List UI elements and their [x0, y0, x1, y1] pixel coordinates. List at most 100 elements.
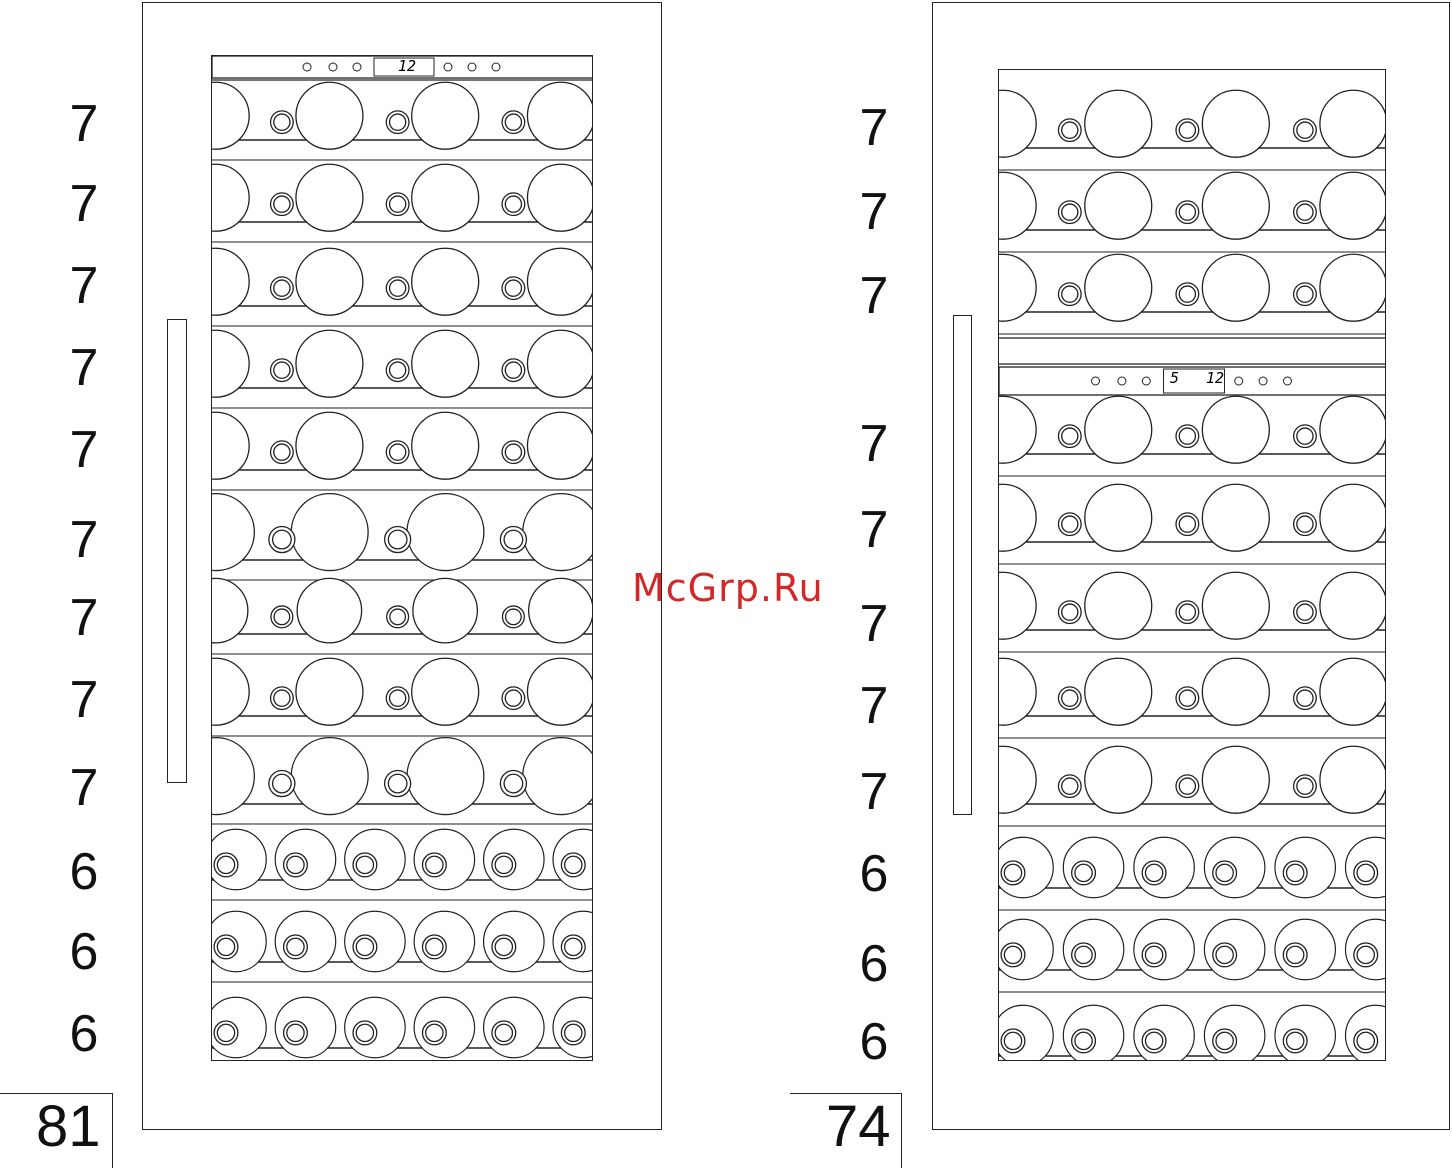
left-row-4-bottle-base	[527, 330, 593, 397]
left-row-count: 7	[54, 592, 114, 644]
right-bottom-row-3-bottle-base	[1320, 572, 1386, 639]
right-bottom-row-4-bottle-base	[1320, 658, 1386, 725]
left-row-6-bottle-base	[523, 494, 593, 571]
left-shelves	[212, 56, 593, 1061]
right-top-row-3-bottle-base	[999, 254, 1036, 321]
right-bottom-row-8-bottle-base	[1134, 1005, 1194, 1061]
left-row-count: 7	[54, 98, 114, 150]
right-bottom-row-8-bottle-base	[1204, 1005, 1264, 1061]
right-bottom-row-3-bottle-base	[999, 572, 1036, 639]
left-row-5-bottle-base	[296, 412, 363, 479]
left-control-panel: 12	[213, 57, 591, 77]
right-display-right: 12	[1206, 369, 1224, 387]
right-bottom-row-1-bottle-base	[999, 396, 1036, 463]
left-row-3-bottle-base	[212, 248, 249, 315]
right-top-row-2-bottle-base	[1202, 172, 1269, 239]
right-top-row-count: 7	[844, 270, 904, 322]
left-row-3-bottle-base	[412, 248, 479, 315]
right-bottom-row-4-bottle-base	[1085, 658, 1152, 725]
right-bottom-row-2-bottle-base	[1202, 484, 1269, 551]
left-row-6-bottle-base	[291, 494, 368, 571]
left-row-1-bottle-base	[527, 82, 593, 149]
right-bottom-row-2-bottle-base	[1085, 484, 1152, 551]
right-door-handle	[953, 315, 972, 815]
right-bottom-row-count: 7	[844, 680, 904, 732]
right-shelves	[999, 70, 1386, 1061]
right-top-row-count: 7	[844, 186, 904, 238]
left-row-9-bottle-base	[523, 738, 593, 815]
right-top-row-2-bottle-base	[1085, 172, 1152, 239]
left-row-2-bottle-base	[527, 164, 593, 231]
right-top-row-1-bottle-base	[999, 90, 1036, 157]
left-row-count: 6	[54, 846, 114, 898]
right-bottom-row-8-bottle-base	[1063, 1005, 1123, 1061]
left-row-8-bottle-base	[296, 658, 363, 725]
left-total: 81	[36, 1098, 101, 1156]
left-door-handle	[167, 319, 187, 783]
left-row-9-bottle-base	[291, 738, 368, 815]
right-top-row-3-bottle-base	[1085, 254, 1152, 321]
left-row-count: 7	[54, 762, 114, 814]
left-row-count: 6	[54, 1008, 114, 1060]
left-row-4-bottle-base	[212, 330, 249, 397]
left-row-1-bottle-base	[296, 82, 363, 149]
right-bottom-row-count: 6	[844, 1016, 904, 1068]
right-total: 74	[826, 1098, 891, 1156]
right-bottom-row-3-bottle-base	[1202, 572, 1269, 639]
left-row-6-bottle-base	[407, 494, 484, 571]
right-bottom-row-5-bottle-base	[1202, 746, 1269, 813]
right-bottom-row-5-bottle-base	[1085, 746, 1152, 813]
watermark: McGrp.Ru	[632, 566, 824, 610]
left-row-5-bottle-base	[212, 412, 249, 479]
right-top-row-1-bottle-base	[1202, 90, 1269, 157]
right-bottom-row-8-bottle-base	[1275, 1005, 1335, 1061]
right-top-row-2-bottle-base	[999, 172, 1036, 239]
left-row-8-bottle-base	[412, 658, 479, 725]
right-bottom-row-count: 6	[844, 848, 904, 900]
left-row-7-bottle-base	[413, 578, 477, 642]
right-bottom-row-count: 6	[844, 938, 904, 990]
left-row-2-bottle-base	[412, 164, 479, 231]
right-display-left: 5	[1170, 369, 1179, 387]
left-row-7-bottle-base	[212, 578, 248, 642]
left-row-2-bottle-base	[212, 164, 249, 231]
left-cabinet-interior	[211, 55, 593, 1061]
right-bottom-row-count: 7	[844, 504, 904, 556]
left-row-7-bottle-base	[297, 578, 361, 642]
left-row-8-bottle-base	[527, 658, 593, 725]
right-control-panel: 5 12	[1000, 368, 1384, 392]
left-total-box-side	[112, 1093, 113, 1168]
right-top-row-2-bottle-base	[1320, 172, 1386, 239]
right-bottom-row-4-bottle-base	[999, 658, 1036, 725]
right-bottom-row-1-bottle-base	[1320, 396, 1386, 463]
left-row-count: 7	[54, 514, 114, 566]
right-bottom-row-3-bottle-base	[1085, 572, 1152, 639]
left-row-4-bottle-base	[412, 330, 479, 397]
left-row-7-bottle-base	[529, 578, 593, 642]
left-row-count: 6	[54, 926, 114, 978]
right-total-box-side	[901, 1093, 902, 1168]
left-row-count: 7	[54, 260, 114, 312]
right-top-row-1-bottle-base	[1320, 90, 1386, 157]
left-display-value: 12	[398, 57, 416, 75]
left-row-9-bottle-base	[407, 738, 484, 815]
left-row-1-bottle-base	[212, 82, 249, 149]
left-row-1-bottle-base	[412, 82, 479, 149]
right-top-row-1-bottle-base	[1085, 90, 1152, 157]
right-bottom-row-4-bottle-base	[1202, 658, 1269, 725]
right-top-row-3-bottle-base	[1202, 254, 1269, 321]
right-bottom-row-5-bottle-base	[1320, 746, 1386, 813]
left-row-2-bottle-base	[296, 164, 363, 231]
right-bottom-row-count: 7	[844, 766, 904, 818]
right-bottom-row-count: 7	[844, 598, 904, 650]
left-row-3-bottle-base	[527, 248, 593, 315]
left-row-count: 7	[54, 342, 114, 394]
right-bottom-row-2-bottle-base	[999, 484, 1036, 551]
left-row-3-bottle-base	[296, 248, 363, 315]
left-row-count: 7	[54, 424, 114, 476]
left-row-8-bottle-base	[212, 658, 249, 725]
left-row-count: 7	[54, 674, 114, 726]
left-row-count: 7	[54, 178, 114, 230]
right-cabinet-interior	[998, 69, 1386, 1061]
right-top-row-3-bottle-base	[1320, 254, 1386, 321]
